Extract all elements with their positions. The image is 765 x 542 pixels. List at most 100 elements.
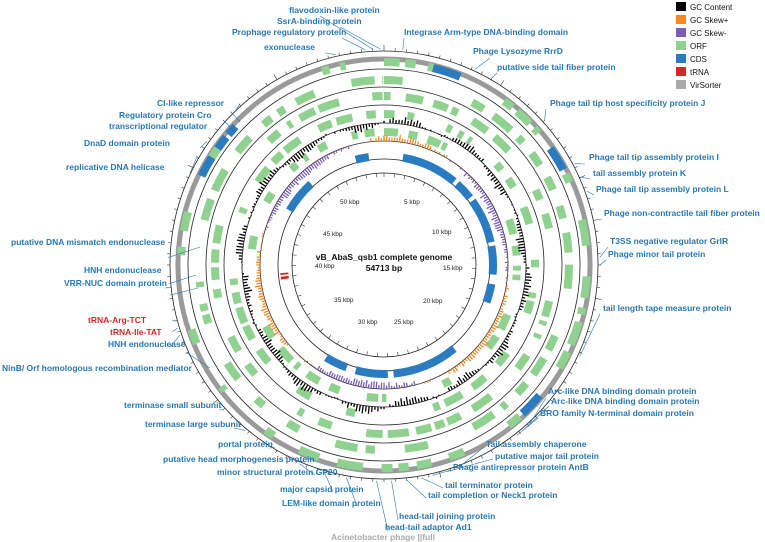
kbp-tick bbox=[470, 247, 475, 249]
orf-feature bbox=[491, 112, 514, 134]
orf-feature bbox=[523, 299, 535, 315]
gc-skew-minus-bar bbox=[319, 158, 323, 164]
tick-mark bbox=[518, 96, 521, 99]
gc-skew-plus-bar bbox=[491, 326, 497, 331]
gc-skew-minus-bar bbox=[265, 226, 269, 229]
kbp-20: 20 kbp bbox=[423, 298, 443, 305]
orf-feature bbox=[365, 429, 383, 438]
orf-feature bbox=[531, 188, 544, 202]
tick-mark bbox=[165, 287, 172, 289]
gc-content-bar bbox=[447, 387, 451, 392]
gc-skew-minus-bar bbox=[489, 206, 495, 211]
gc-skew-minus-bar bbox=[328, 153, 331, 156]
tick-mark bbox=[587, 197, 591, 200]
orf-feature bbox=[470, 392, 494, 413]
leader-line bbox=[406, 479, 427, 499]
gc-content-bar bbox=[519, 231, 523, 234]
gc-skew-minus-bar bbox=[347, 146, 350, 150]
tick-mark bbox=[535, 111, 538, 114]
orf-feature bbox=[212, 288, 223, 299]
kbp-tick bbox=[346, 345, 349, 350]
orf-feature bbox=[567, 320, 583, 347]
gc-content-bar bbox=[462, 378, 466, 382]
gc-content-bar bbox=[409, 399, 412, 405]
gc-skew-plus-bar bbox=[267, 321, 275, 327]
gc-skew-plus-bar bbox=[436, 151, 439, 154]
tick-mark bbox=[338, 474, 340, 478]
gc-content-bar bbox=[483, 165, 486, 168]
gc-content-bar bbox=[524, 282, 530, 284]
gc-content-bar bbox=[359, 124, 363, 133]
label-t3ss: T3SS negative regulator GrlR bbox=[610, 236, 728, 246]
gc-content-bar bbox=[282, 362, 285, 365]
gc-skew-minus-bar bbox=[487, 209, 496, 214]
kbp-tick bbox=[439, 193, 443, 198]
gc-content-bar bbox=[478, 157, 481, 160]
gc-skew-minus-bar bbox=[500, 236, 505, 239]
gc-content-bar bbox=[295, 379, 302, 387]
gc-skew-plus-bar bbox=[505, 287, 509, 290]
orf-feature bbox=[563, 264, 573, 290]
gc-skew-minus-bar bbox=[332, 151, 336, 155]
kbp-tick bbox=[306, 312, 311, 316]
gc-content-bar bbox=[515, 217, 519, 220]
tick-mark bbox=[295, 460, 298, 464]
gc-skew-plus-bar bbox=[477, 345, 482, 350]
orf-feature bbox=[177, 246, 186, 256]
gc-content-bar bbox=[317, 138, 320, 142]
gc-skew-plus-bar bbox=[283, 341, 288, 345]
gc-content-bar bbox=[243, 231, 246, 234]
gc-content-bar bbox=[517, 229, 522, 232]
orf-feature bbox=[316, 119, 333, 133]
orf-feature bbox=[285, 419, 301, 433]
orf-feature bbox=[244, 362, 259, 378]
orf-feature bbox=[493, 161, 505, 173]
gc-content-bar bbox=[494, 352, 500, 357]
gc-content-bar bbox=[250, 211, 253, 214]
gc-content-bar bbox=[259, 181, 267, 187]
orf-feature bbox=[366, 392, 379, 402]
gc-skew-minus-bar bbox=[499, 233, 505, 236]
gc-content-bar bbox=[260, 334, 264, 337]
leader-line bbox=[199, 140, 208, 149]
gc-content-bar bbox=[236, 239, 245, 242]
tick-mark bbox=[583, 186, 587, 189]
orf-feature bbox=[405, 93, 424, 105]
label-trna-arg: tRNA-Arg-TCT bbox=[88, 315, 147, 325]
kbp-5: 5 kbp bbox=[404, 199, 420, 206]
label-term-small: terminase small subunit bbox=[124, 400, 221, 410]
orf-feature bbox=[456, 130, 466, 140]
leader-line bbox=[581, 176, 591, 180]
kbp-tick bbox=[470, 278, 475, 280]
leader-line bbox=[341, 37, 366, 51]
kbp-tick bbox=[403, 175, 406, 180]
gc-skew-minus-bar bbox=[321, 369, 325, 373]
gc-skew-minus-bar bbox=[270, 213, 273, 217]
orf-feature bbox=[255, 347, 272, 365]
gc-skew-minus-bar bbox=[340, 148, 343, 152]
gc-skew-plus-bar bbox=[503, 295, 508, 298]
gc-content-bar bbox=[302, 148, 306, 152]
cds-feature bbox=[354, 153, 370, 164]
gc-content-bar bbox=[523, 288, 529, 291]
leader-line bbox=[189, 156, 198, 174]
gc-content-bar bbox=[494, 183, 501, 189]
gc-skew-minus-bar bbox=[330, 372, 334, 378]
orf-feature bbox=[470, 98, 486, 113]
tick-mark bbox=[470, 460, 473, 464]
orf-feature bbox=[227, 335, 243, 354]
gc-skew-minus-bar bbox=[342, 378, 346, 383]
gc-content-bar bbox=[517, 240, 525, 244]
orf-feature bbox=[235, 306, 249, 325]
gc-content-bar bbox=[455, 384, 459, 387]
orf-feature bbox=[211, 167, 229, 193]
gc-content-bar bbox=[487, 169, 490, 173]
orf-feature bbox=[372, 92, 383, 101]
gc-skew-plus-bar bbox=[456, 364, 459, 368]
gc-content-bar bbox=[288, 372, 292, 376]
gc-content-bar bbox=[241, 227, 247, 231]
gc-content-bar bbox=[400, 398, 403, 406]
gc-content-bar bbox=[514, 212, 517, 214]
gc-skew-plus-bar bbox=[429, 380, 431, 383]
